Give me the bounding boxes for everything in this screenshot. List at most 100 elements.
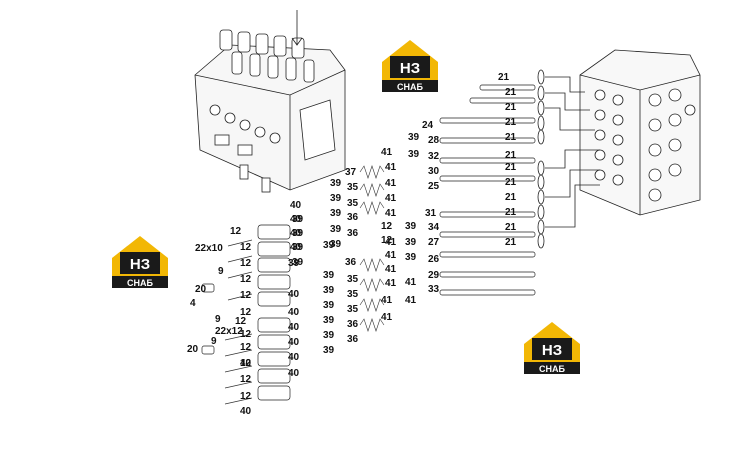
callout-label: 41 bbox=[385, 278, 397, 289]
callout-label: 39 bbox=[330, 224, 342, 235]
callout-label: 21 bbox=[505, 102, 517, 113]
callout-label: 31 bbox=[425, 208, 437, 219]
callout-label: 39 bbox=[330, 193, 342, 204]
callout-label: 21 bbox=[505, 237, 517, 248]
callout-label: 35 bbox=[347, 274, 359, 285]
callout-label: 39 bbox=[292, 242, 304, 253]
logo-nz-snab: НЗ СНАБ bbox=[112, 236, 168, 288]
logo-mark: НЗ bbox=[400, 60, 420, 77]
callout-label: 12 bbox=[240, 290, 252, 301]
callout-label: 39 bbox=[323, 345, 335, 356]
callout-label: 28 bbox=[428, 135, 440, 146]
callout-label: 36 bbox=[345, 257, 357, 268]
callout-label: 39 bbox=[408, 149, 420, 160]
callout-label: 12 bbox=[240, 374, 252, 385]
callout-label: 35 bbox=[347, 198, 359, 209]
callout-label: 41 bbox=[385, 178, 397, 189]
callout-label: 39 bbox=[292, 214, 304, 225]
o-ring-column bbox=[537, 69, 600, 249]
callout-label: 39 bbox=[323, 240, 335, 251]
callout-label: 40 bbox=[288, 322, 300, 333]
callout-label: 4 bbox=[190, 298, 196, 309]
callout-label: 21 bbox=[505, 117, 517, 128]
callout-label: 39 bbox=[323, 300, 335, 311]
callout-label: 41 bbox=[381, 295, 393, 306]
valve-body-block bbox=[579, 49, 701, 216]
logo-text: СНАБ bbox=[127, 278, 153, 288]
callout-label: 24 bbox=[422, 120, 434, 131]
callout-label: 34 bbox=[428, 222, 440, 233]
callout-label: 29 bbox=[428, 270, 440, 281]
callout-label: 41 bbox=[385, 162, 397, 173]
callout-label: 12 bbox=[240, 329, 252, 340]
callout-label: 12 bbox=[240, 358, 252, 369]
callout-label: 25 bbox=[428, 181, 440, 192]
callout-label: 39 bbox=[323, 270, 335, 281]
end-caps bbox=[201, 224, 291, 401]
callout-label: 12 bbox=[240, 307, 252, 318]
callout-label: 21 bbox=[505, 132, 517, 143]
callout-label: 41 bbox=[385, 193, 397, 204]
callout-label: 27 bbox=[428, 237, 440, 248]
callout-label: 36 bbox=[347, 319, 359, 330]
logo-nz-snab: НЗ СНАБ bbox=[382, 40, 438, 92]
callout-label: 41 bbox=[381, 147, 393, 158]
callout-label: 12 bbox=[240, 258, 252, 269]
callout-label: 26 bbox=[428, 254, 440, 265]
callout-label: 39 bbox=[330, 178, 342, 189]
callout-label: 21 bbox=[498, 72, 510, 83]
callout-label: 39 bbox=[288, 258, 300, 269]
callout-label: 40 bbox=[288, 337, 300, 348]
callout-label: 39 bbox=[292, 228, 304, 239]
callout-label: 21 bbox=[505, 177, 517, 188]
callout-label: 22x12 bbox=[215, 326, 243, 337]
callout-label: 39 bbox=[405, 237, 417, 248]
callout-label: 9 bbox=[211, 336, 217, 347]
callout-label: 33 bbox=[428, 284, 440, 295]
bolts bbox=[224, 239, 253, 405]
callout-label: 20 bbox=[187, 344, 199, 355]
callout-label: 36 bbox=[347, 212, 359, 223]
callout-label: 12 bbox=[240, 274, 252, 285]
callout-label: 41 bbox=[381, 312, 393, 323]
callout-label: 21 bbox=[505, 150, 517, 161]
logo-text: СНАБ bbox=[397, 82, 423, 92]
callout-label: 36 bbox=[347, 334, 359, 345]
spool-assemblies bbox=[439, 84, 536, 296]
callout-label: 21 bbox=[505, 192, 517, 203]
callout-label: 39 bbox=[292, 257, 304, 268]
callout-label: 40 bbox=[290, 228, 302, 239]
callout-label: 41 bbox=[405, 295, 417, 306]
callout-label: 41 bbox=[385, 208, 397, 219]
callout-label: 39 bbox=[405, 252, 417, 263]
logo-mark: НЗ bbox=[130, 256, 150, 273]
callout-label: 35 bbox=[347, 289, 359, 300]
callout-label: 12 bbox=[235, 316, 247, 327]
logo-text: СНАБ bbox=[539, 364, 565, 374]
callout-label: 39 bbox=[330, 208, 342, 219]
callout-label: 20 bbox=[195, 284, 207, 295]
callout-label: 21 bbox=[505, 162, 517, 173]
callout-label: 30 bbox=[428, 166, 440, 177]
callout-label: 40 bbox=[240, 358, 252, 369]
callout-label: 40 bbox=[288, 352, 300, 363]
logo-nz-snab: НЗ СНАБ bbox=[524, 322, 580, 374]
callout-label: 12 bbox=[240, 242, 252, 253]
callout-label: 41 bbox=[405, 277, 417, 288]
callout-label: 40 bbox=[288, 368, 300, 379]
callout-label: 35 bbox=[347, 182, 359, 193]
callout-label: 40 bbox=[288, 307, 300, 318]
callout-label: 37 bbox=[345, 167, 357, 178]
callout-label: 40 bbox=[290, 214, 302, 225]
callout-label: 39 bbox=[323, 330, 335, 341]
spring-stacks bbox=[359, 165, 385, 332]
callout-label: 39 bbox=[408, 132, 420, 143]
callout-label: 36 bbox=[347, 228, 359, 239]
callout-label: 9 bbox=[218, 266, 224, 277]
callout-label: 12 bbox=[381, 235, 393, 246]
callout-label: 39 bbox=[405, 221, 417, 232]
callout-label: 39 bbox=[323, 315, 335, 326]
callout-label: 9 bbox=[215, 314, 221, 325]
